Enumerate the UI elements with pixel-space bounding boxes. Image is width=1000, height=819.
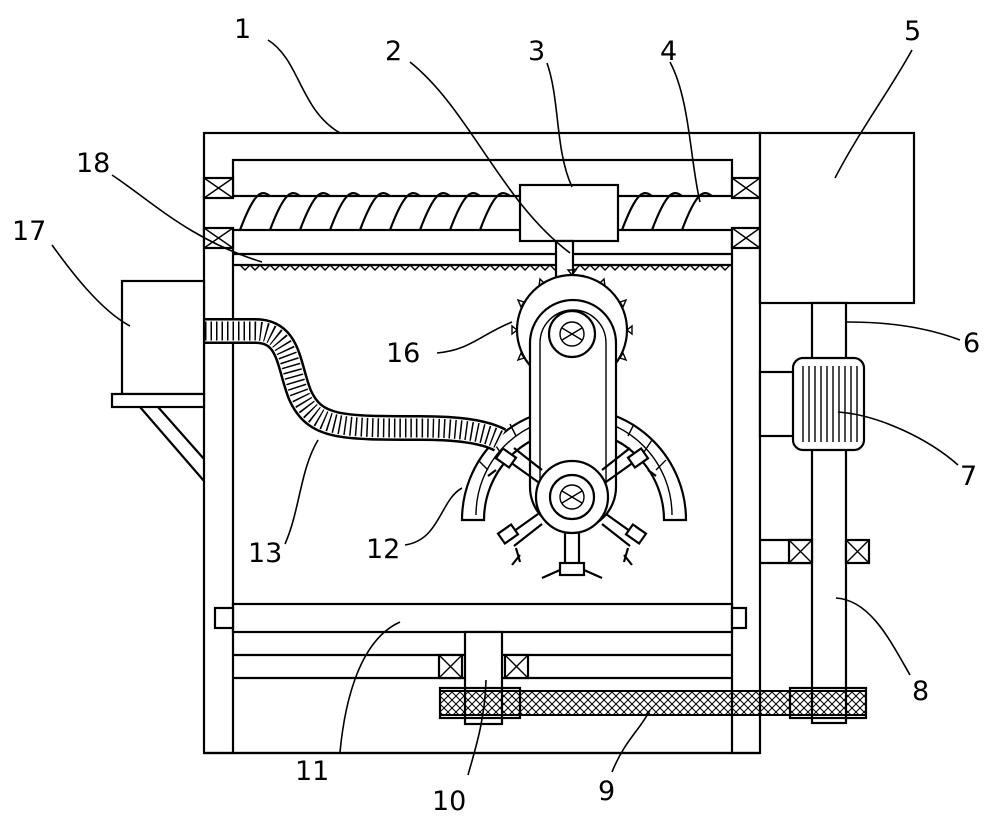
label-7: 7 (960, 461, 977, 492)
label-3: 3 (528, 36, 545, 67)
slider-block (518, 183, 620, 243)
label-17: 17 (12, 216, 46, 247)
part-labels: 1 2 3 4 5 6 7 8 9 10 11 12 13 16 17 18 (12, 14, 980, 817)
label-5: 5 (904, 16, 921, 47)
label-4: 4 (660, 36, 677, 67)
belt-drive (528, 298, 618, 535)
bearing-shaft-left (787, 538, 814, 565)
label-9: 9 (598, 776, 615, 807)
bearing-bottom-right (503, 653, 530, 680)
suction-box (120, 279, 206, 396)
screw-shaft (202, 176, 762, 250)
label-1: 1 (234, 14, 251, 45)
main-frame (202, 131, 762, 755)
motor-mount (758, 370, 800, 438)
label-13: 13 (248, 538, 282, 569)
bearing-right-top (730, 176, 762, 200)
transmission-belt (438, 686, 868, 720)
bearing-right-bottom (730, 226, 762, 250)
rack-bar (233, 252, 732, 271)
leader-lines (51, 39, 961, 776)
brush-arms (487, 446, 657, 580)
side-bracket (760, 538, 871, 565)
roller (213, 602, 748, 634)
label-11: 11 (295, 756, 329, 787)
upper-pulley (547, 309, 597, 359)
label-10: 10 (432, 786, 466, 817)
control-box (758, 131, 916, 305)
bearing-left-bottom (202, 226, 235, 250)
label-8: 8 (912, 676, 929, 707)
flexible-hose (205, 318, 507, 452)
lower-pulley (534, 459, 610, 535)
label-16: 16 (386, 338, 420, 369)
label-12: 12 (366, 534, 400, 565)
label-18: 18 (76, 148, 110, 179)
motor (791, 356, 866, 452)
support-bracket (110, 392, 206, 482)
screw-threads (238, 192, 713, 231)
label-6: 6 (963, 328, 980, 359)
label-2: 2 (385, 36, 402, 67)
bearing-shaft-right (844, 538, 871, 565)
bearing-bottom-left (437, 653, 464, 680)
bearing-left-top (202, 176, 235, 200)
